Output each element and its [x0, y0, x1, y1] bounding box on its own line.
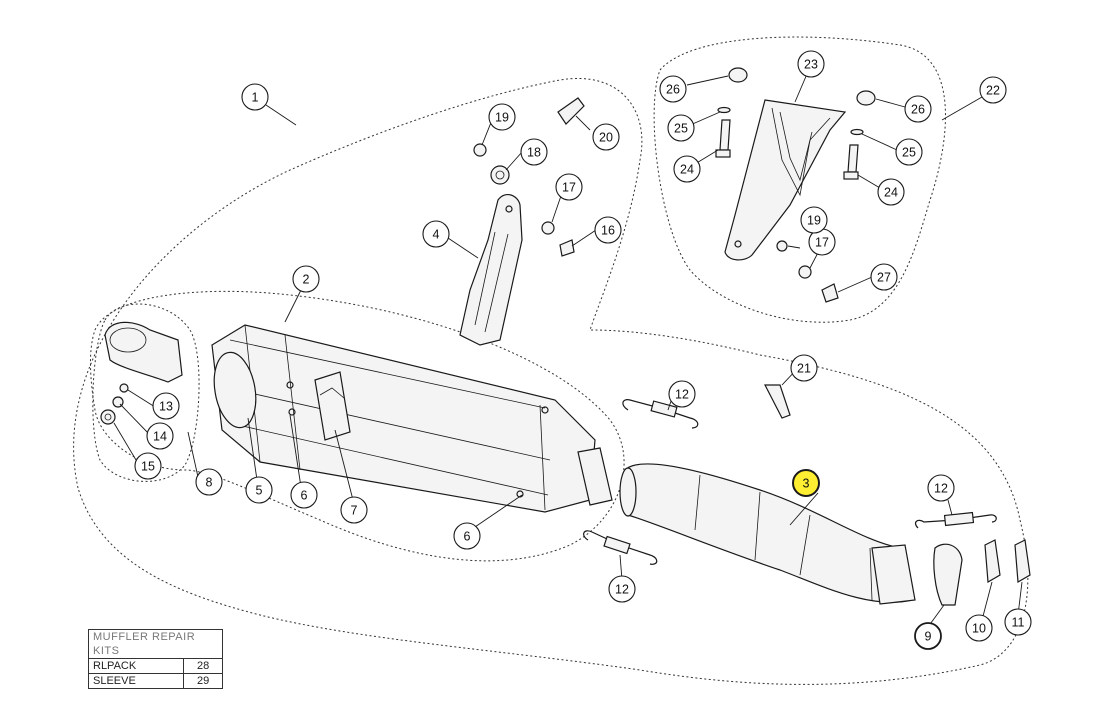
- callout-19: 19: [488, 103, 516, 131]
- kit-code: 29: [183, 673, 223, 689]
- callout-15: 15: [134, 452, 162, 480]
- callout-21: 21: [790, 354, 818, 382]
- callout-24: 24: [877, 178, 905, 206]
- front-bracket: [459, 193, 523, 346]
- repair-kits-table: MUFFLER REPAIR KITS RLPACK 28 SLEEVE 29: [87, 629, 223, 689]
- svg-text:17: 17: [815, 236, 829, 250]
- callout-27: 27: [870, 263, 898, 291]
- callout-5: 5: [245, 476, 273, 504]
- muffler-assembly: [211, 324, 613, 513]
- callout-24: 24: [673, 155, 701, 183]
- svg-text:9: 9: [925, 630, 932, 644]
- svg-text:12: 12: [675, 388, 689, 402]
- svg-text:11: 11: [1012, 616, 1025, 630]
- callout-25: 25: [667, 114, 695, 142]
- svg-text:15: 15: [141, 460, 155, 474]
- svg-text:6: 6: [301, 489, 308, 503]
- callout-26: 26: [904, 95, 932, 123]
- svg-text:16: 16: [601, 224, 615, 238]
- svg-text:24: 24: [884, 186, 898, 200]
- repair-kits-header: MUFFLER REPAIR KITS: [88, 629, 223, 659]
- callout-16: 16: [594, 216, 622, 244]
- svg-text:6: 6: [464, 530, 471, 544]
- svg-text:23: 23: [804, 58, 818, 72]
- svg-text:2: 2: [303, 273, 310, 287]
- svg-text:19: 19: [495, 111, 509, 125]
- svg-text:13: 13: [159, 400, 173, 414]
- callout-19: 19: [800, 206, 828, 234]
- callout-balloons: 1 2 3 4 5 6 6 7 8 9 10 11 12 12 12 13 14…: [134, 50, 1032, 650]
- svg-text:21: 21: [797, 362, 811, 376]
- end-cap: [100, 321, 183, 425]
- svg-text:12: 12: [615, 583, 629, 597]
- callout-2: 2: [292, 265, 320, 293]
- callout-25: 25: [895, 138, 923, 166]
- callout-13: 13: [152, 392, 180, 420]
- svg-text:18: 18: [527, 146, 541, 160]
- callout-10: 10: [965, 614, 993, 642]
- callout-20: 20: [592, 123, 620, 151]
- callout-6: 6: [453, 522, 481, 550]
- repair-kits-header-row: MUFFLER REPAIR KITS: [88, 629, 223, 659]
- kit-code: 28: [183, 658, 223, 674]
- callout-18: 18: [520, 138, 548, 166]
- kit-name: RLPACK: [87, 658, 185, 674]
- svg-text:17: 17: [562, 181, 576, 195]
- group-8-outline: [92, 303, 200, 482]
- svg-text:7: 7: [351, 504, 358, 518]
- callout-14: 14: [146, 422, 174, 450]
- hardware-parts: [473, 67, 1031, 606]
- callout-26: 26: [659, 75, 687, 103]
- svg-text:22: 22: [986, 84, 1000, 98]
- svg-text:26: 26: [911, 103, 925, 117]
- callout-9: 9: [914, 622, 942, 650]
- link-pipe: [619, 463, 916, 605]
- kit-name: SLEEVE: [87, 673, 185, 689]
- svg-text:10: 10: [972, 622, 986, 636]
- svg-text:5: 5: [256, 484, 263, 498]
- svg-text:24: 24: [680, 163, 694, 177]
- callout-7: 7: [340, 496, 368, 524]
- svg-text:25: 25: [674, 122, 688, 136]
- svg-text:8: 8: [206, 476, 213, 490]
- table-row: SLEEVE 29: [87, 673, 223, 689]
- svg-text:12: 12: [934, 482, 948, 496]
- svg-text:20: 20: [599, 131, 613, 145]
- callout-1: 1: [241, 83, 269, 111]
- callout-4: 4: [422, 220, 450, 248]
- callout-12: 12: [668, 380, 696, 408]
- callout-23: 23: [797, 50, 825, 78]
- svg-text:26: 26: [666, 83, 680, 97]
- callout-6: 6: [290, 481, 318, 509]
- callout-22: 22: [979, 76, 1007, 104]
- svg-text:14: 14: [153, 430, 167, 444]
- callout-3-highlighted: 3: [792, 469, 820, 497]
- table-row: RLPACK 28: [87, 658, 223, 674]
- svg-text:3: 3: [803, 477, 810, 491]
- callout-11: 11: [1004, 608, 1032, 636]
- svg-text:1: 1: [252, 91, 259, 105]
- springs: [583, 399, 997, 565]
- svg-text:4: 4: [433, 228, 440, 242]
- callout-17: 17: [555, 173, 583, 201]
- group-1-outline: [73, 78, 1029, 685]
- callout-12: 12: [927, 474, 955, 502]
- group-22-outline: [653, 36, 946, 323]
- rear-bracket: [724, 99, 847, 261]
- svg-text:25: 25: [902, 146, 916, 160]
- svg-text:27: 27: [877, 271, 891, 285]
- svg-text:19: 19: [807, 214, 821, 228]
- callout-8: 8: [195, 468, 223, 496]
- callout-12: 12: [608, 575, 636, 603]
